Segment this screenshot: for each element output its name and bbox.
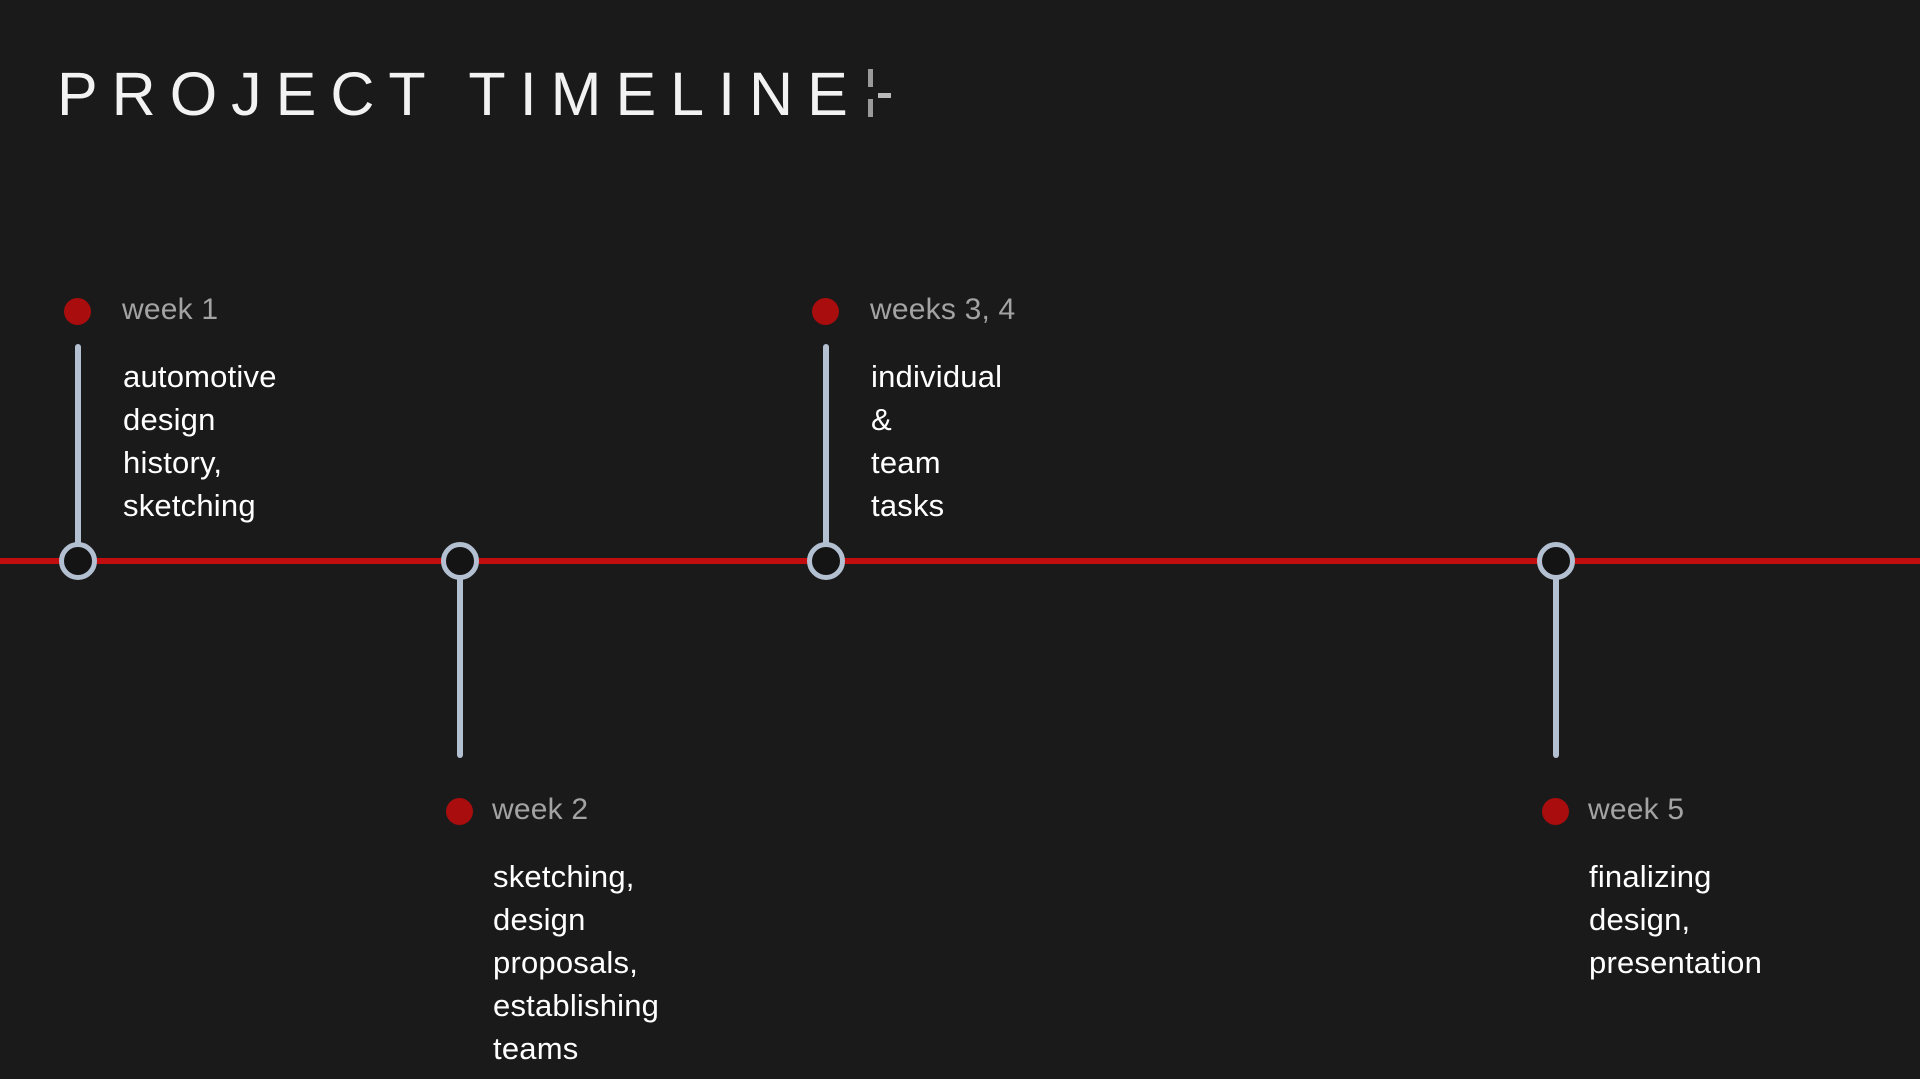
node-ring-icon[interactable]: [441, 542, 479, 580]
milestone-week-label: week 5: [1588, 793, 1685, 826]
caret-bar-icon: [867, 69, 873, 117]
milestone-description: finalizing design, presentation: [1589, 859, 1763, 980]
node-stem: [457, 572, 463, 758]
node-ring-icon[interactable]: [1537, 542, 1575, 580]
page-title: PROJECT TIMELINE: [57, 60, 862, 128]
milestone-description: automotive design history, sketching: [123, 359, 277, 523]
milestone-dot-icon: [446, 798, 473, 825]
milestone-week-label: week 1: [122, 293, 219, 326]
node-stem: [823, 344, 829, 550]
timeline-axis: [0, 558, 1920, 564]
node-stem: [75, 344, 81, 550]
milestone-dot-icon: [1542, 798, 1569, 825]
title-row: PROJECT TIMELINE: [57, 55, 891, 128]
text-caret-icon: [864, 63, 891, 125]
node-stem: [1553, 572, 1559, 758]
milestone-dot-icon: [812, 298, 839, 325]
milestone-description: individual & team tasks: [871, 359, 1003, 523]
milestone-week-label: week 2: [492, 793, 589, 826]
milestone-week-label: weeks 3, 4: [870, 293, 1016, 326]
milestone-description: sketching, design proposals, establishin…: [493, 859, 660, 1066]
caret-dash-icon: [877, 93, 891, 98]
milestone-dot-icon: [64, 298, 91, 325]
node-ring-icon[interactable]: [59, 542, 97, 580]
node-ring-icon[interactable]: [807, 542, 845, 580]
